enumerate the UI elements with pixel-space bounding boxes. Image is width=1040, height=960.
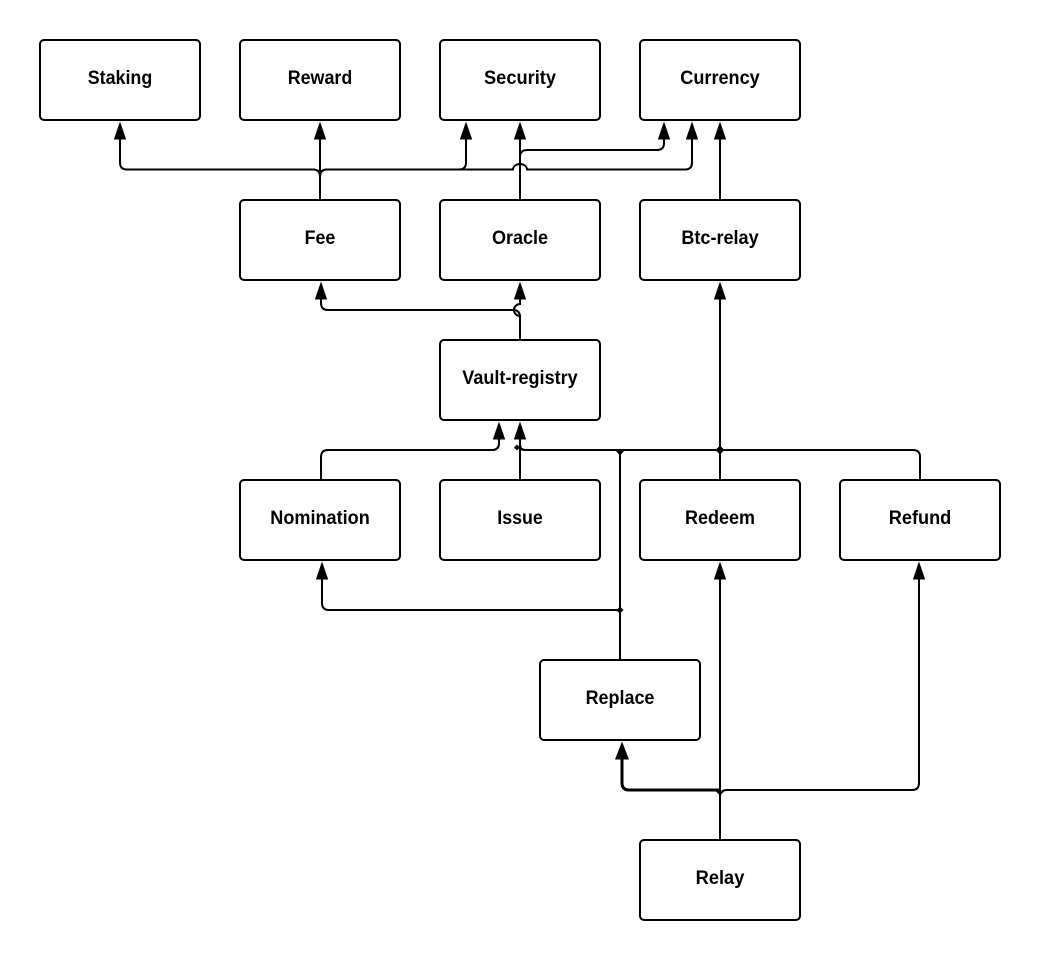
svg-text:Relay: Relay [696, 868, 745, 889]
svg-text:Currency: Currency [680, 68, 760, 89]
svg-text:Btc-relay: Btc-relay [681, 228, 759, 249]
svg-text:Replace: Replace [586, 688, 655, 709]
svg-text:Nomination: Nomination [270, 508, 370, 529]
svg-text:Staking: Staking [88, 68, 153, 89]
svg-text:Vault-registry: Vault-registry [462, 368, 578, 389]
svg-text:Refund: Refund [889, 508, 952, 529]
svg-text:Oracle: Oracle [492, 228, 548, 249]
svg-text:Fee: Fee [305, 228, 336, 249]
svg-text:Reward: Reward [288, 68, 353, 89]
svg-text:Security: Security [484, 68, 556, 89]
svg-text:Issue: Issue [497, 508, 543, 529]
svg-text:Redeem: Redeem [685, 508, 755, 529]
